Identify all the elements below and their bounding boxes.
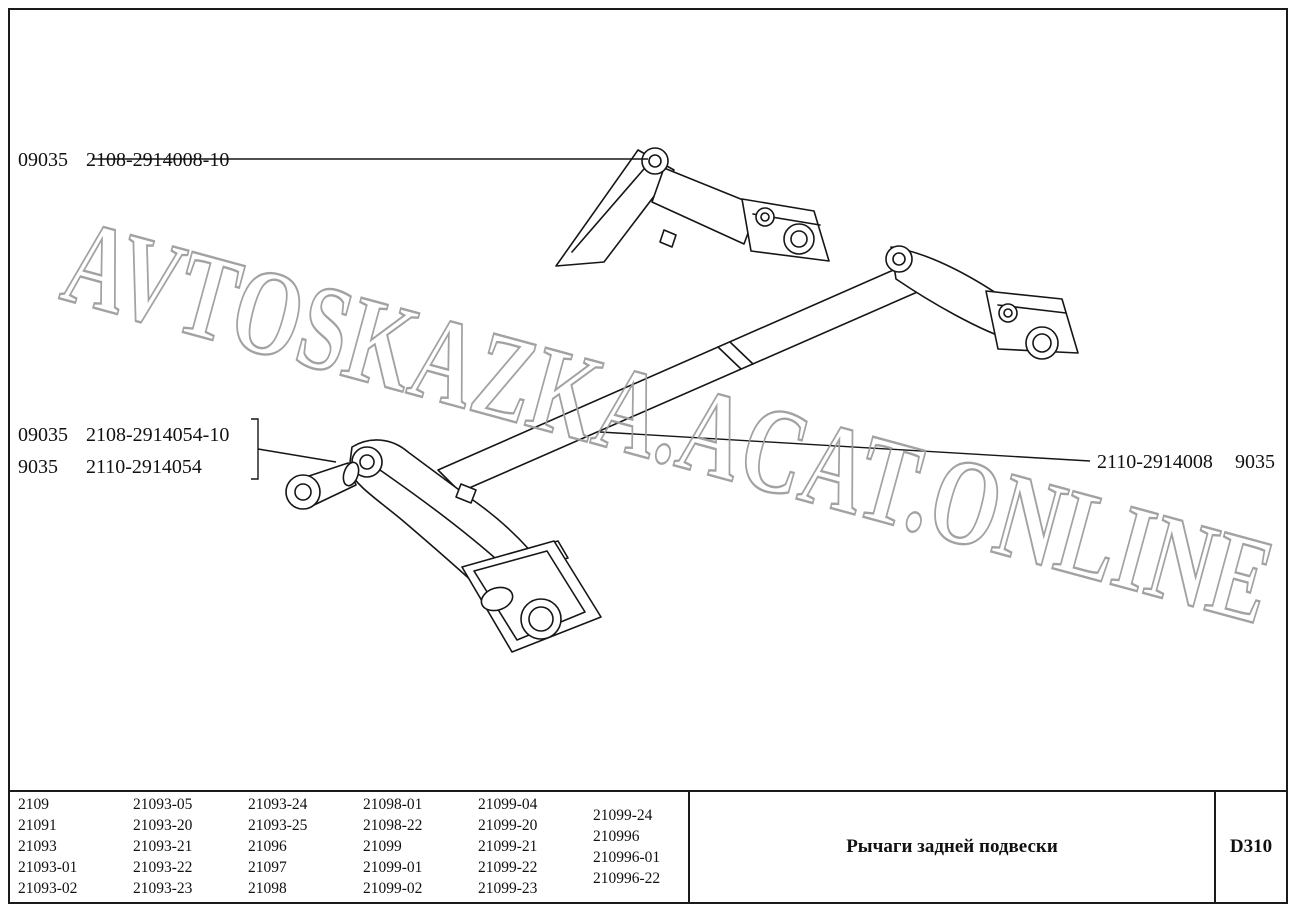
model-number: 21093-23 bbox=[133, 879, 193, 897]
models-table: 2109 21091 21093 21093-01 21093-02 21093… bbox=[10, 790, 1286, 902]
model-number: 21099-24 bbox=[593, 806, 653, 824]
table-title-cell: Рычаги задней подвески bbox=[688, 792, 1214, 902]
models-column: 21098-01 21098-22 21099 21099-01 21099-0… bbox=[363, 795, 478, 899]
model-number: 21099-01 bbox=[363, 858, 423, 876]
model-number: 21096 bbox=[248, 837, 287, 855]
model-number: 21093-05 bbox=[133, 796, 193, 814]
model-number: 21093 bbox=[18, 837, 57, 855]
model-number: 21093-24 bbox=[248, 796, 308, 814]
model-number: 21093-25 bbox=[248, 817, 308, 835]
model-number: 21099-22 bbox=[478, 858, 538, 876]
model-number: 21093-22 bbox=[133, 858, 193, 876]
model-number: 21093-20 bbox=[133, 817, 193, 835]
model-number: 21097 bbox=[248, 858, 287, 876]
models-column: 2109 21091 21093 21093-01 21093-02 bbox=[18, 795, 133, 899]
model-number: 21099-02 bbox=[363, 879, 423, 897]
model-number: 210996-22 bbox=[593, 869, 661, 887]
model-number: 21099-21 bbox=[478, 837, 538, 855]
table-code-cell: D310 bbox=[1214, 792, 1286, 902]
model-number: 21098-22 bbox=[363, 817, 423, 835]
model-number: 210996-01 bbox=[593, 848, 661, 866]
model-number: 21091 bbox=[18, 817, 57, 835]
diagram-title: Рычаги задней подвески bbox=[846, 836, 1058, 857]
model-number: 21099-23 bbox=[478, 879, 538, 897]
models-column: 21099-24 210996 210996-01 210996-22 bbox=[593, 795, 688, 899]
model-number: 2109 bbox=[18, 796, 49, 814]
page-border: 2109 21091 21093 21093-01 21093-02 21093… bbox=[8, 8, 1288, 904]
model-number: 21098-01 bbox=[363, 796, 423, 814]
model-number: 21099-20 bbox=[478, 817, 538, 835]
model-number: 21098 bbox=[248, 879, 287, 897]
model-number: 21099 bbox=[363, 837, 402, 855]
model-number: 21093-21 bbox=[133, 837, 193, 855]
model-number: 21099-04 bbox=[478, 796, 538, 814]
models-columns: 2109 21091 21093 21093-01 21093-02 21093… bbox=[10, 792, 688, 902]
model-number: 210996 bbox=[593, 827, 640, 845]
models-column: 21093-05 21093-20 21093-21 21093-22 2109… bbox=[133, 795, 248, 899]
models-column: 21099-04 21099-20 21099-21 21099-22 2109… bbox=[478, 795, 593, 899]
model-number: 21093-01 bbox=[18, 858, 78, 876]
models-column: 21093-24 21093-25 21096 21097 21098 bbox=[248, 795, 363, 899]
diagram-code: D310 bbox=[1229, 836, 1273, 857]
model-number: 21093-02 bbox=[18, 879, 78, 897]
